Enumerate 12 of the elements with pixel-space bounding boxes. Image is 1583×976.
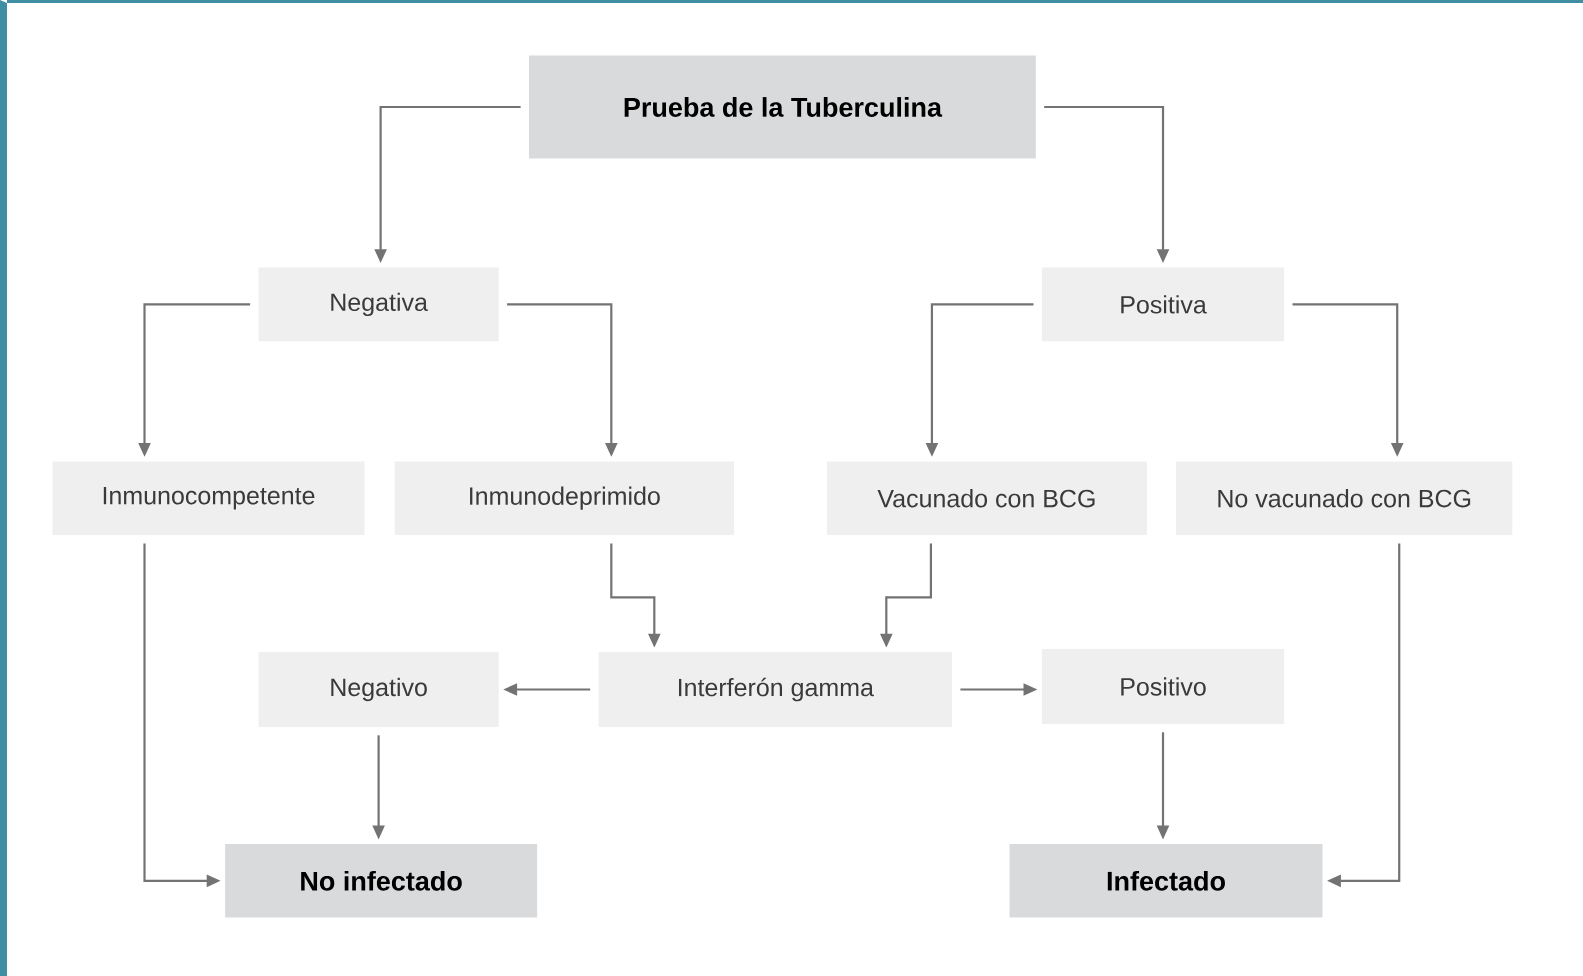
process-box: Negativo (258, 652, 499, 727)
process-box: Positivo (1041, 649, 1285, 724)
result-box: Infectado (1009, 844, 1323, 918)
process-box: Inmunodeprimido (394, 461, 734, 535)
process-box: No vacunado con BCG (1176, 461, 1513, 535)
process-box: Interferón gamma (598, 652, 952, 727)
process-box: Inmunocompetente (52, 461, 365, 535)
process-box: Negativa (258, 267, 499, 342)
process-box: Vacunado con BCG (826, 461, 1147, 535)
process-box: Positiva (1041, 267, 1285, 342)
title-box: Prueba de la Tuberculina (529, 55, 1036, 159)
result-box: No infectado (225, 844, 538, 918)
